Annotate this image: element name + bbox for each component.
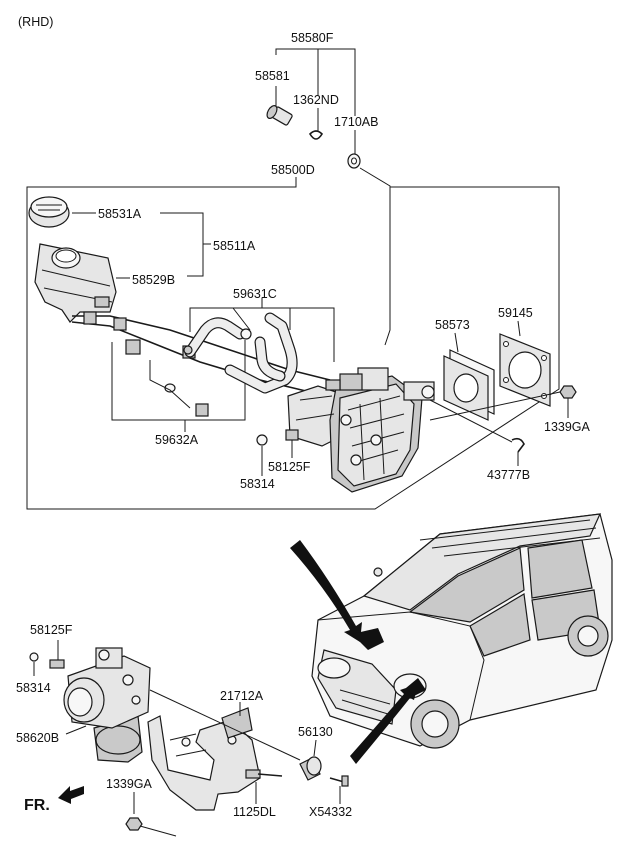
- bracket-58511A: [160, 212, 204, 277]
- leader-56130: [313, 739, 317, 757]
- label-1339GA-top[interactable]: 1339GA: [544, 420, 591, 434]
- front-arrow-icon: [58, 786, 84, 804]
- bolt-58314-top[interactable]: [256, 434, 268, 446]
- label-58125F-bottom[interactable]: 58125F: [30, 623, 73, 637]
- frame-58500D: [26, 177, 560, 510]
- label-58125F-top[interactable]: 58125F: [268, 460, 311, 474]
- abs-pump-58620B[interactable]: [63, 647, 151, 763]
- leader-59632A-detail: [149, 360, 191, 409]
- label-58500D[interactable]: 58500D: [271, 163, 315, 177]
- label-1362ND[interactable]: 1362ND: [293, 93, 339, 107]
- label-58511A[interactable]: 58511A: [213, 239, 256, 253]
- reservoir-58529B[interactable]: [34, 243, 117, 323]
- leader-21712A-line: [149, 689, 301, 761]
- label-58573[interactable]: 58573: [435, 318, 470, 332]
- label-59631C[interactable]: 59631C: [233, 287, 277, 301]
- leader-1339GA-bottom-tail: [139, 825, 177, 837]
- bracket-21712A[interactable]: [147, 707, 261, 811]
- label-58580F[interactable]: 58580F: [291, 31, 334, 45]
- label-58581[interactable]: 58581: [255, 69, 290, 83]
- vehicle-illustration: [311, 513, 613, 749]
- abs-modulator-assembly[interactable]: [287, 367, 435, 493]
- bolt-58314-bottom[interactable]: [29, 652, 39, 662]
- gasket-59145[interactable]: [499, 333, 551, 407]
- label-58314-bottom[interactable]: 58314: [16, 681, 51, 695]
- nut-1339GA-bottom[interactable]: [125, 817, 143, 831]
- leader-lines-58580F: [275, 48, 391, 346]
- label-1125DL[interactable]: 1125DL: [233, 805, 276, 819]
- clip-1362ND[interactable]: [308, 130, 324, 140]
- label-1710AB[interactable]: 1710AB: [334, 115, 378, 129]
- leader-59631C-branches: [232, 307, 291, 331]
- label-43777B[interactable]: 43777B: [487, 468, 530, 482]
- label-58529B[interactable]: 58529B: [132, 273, 175, 287]
- leader-58573: [454, 332, 459, 353]
- leader-58620B: [65, 725, 87, 735]
- clip-43777B[interactable]: [511, 437, 525, 453]
- leader-1339GA-line: [429, 391, 561, 421]
- label-58314-top[interactable]: 58314: [240, 477, 275, 491]
- label-56130[interactable]: 56130: [298, 725, 333, 739]
- leader-43777B-line: [429, 399, 513, 443]
- label-X54332[interactable]: X54332: [309, 805, 352, 819]
- nut-1339GA-top[interactable]: [559, 385, 577, 399]
- bolt-1125DL[interactable]: [245, 769, 283, 779]
- front-direction-label: FR.: [24, 797, 50, 814]
- label-58531A[interactable]: 58531A: [98, 207, 142, 221]
- label-21712A[interactable]: 21712A: [220, 689, 264, 703]
- leader-59145: [517, 320, 521, 337]
- fitting-58125F-top[interactable]: [285, 429, 299, 441]
- label-58620B[interactable]: 58620B: [16, 731, 59, 745]
- fitting-58125F-bottom[interactable]: [49, 659, 65, 669]
- bushing-56130[interactable]: [299, 756, 322, 781]
- label-1339GA-bottom[interactable]: 1339GA: [106, 777, 153, 791]
- ring-1710AB[interactable]: [347, 153, 361, 169]
- bolt-X54332[interactable]: [329, 775, 349, 787]
- hoses-59631C[interactable]: [183, 312, 298, 394]
- reservoir-cap-58531A[interactable]: [28, 196, 70, 228]
- gasket-58573[interactable]: [443, 349, 495, 421]
- label-59145[interactable]: 59145: [498, 306, 533, 320]
- variant-label: (RHD): [18, 15, 53, 29]
- label-59632A[interactable]: 59632A: [155, 433, 199, 447]
- callout-arrow-top: [290, 540, 384, 650]
- callout-arrow-bottom: [350, 678, 426, 764]
- bolt-58581[interactable]: [265, 104, 293, 126]
